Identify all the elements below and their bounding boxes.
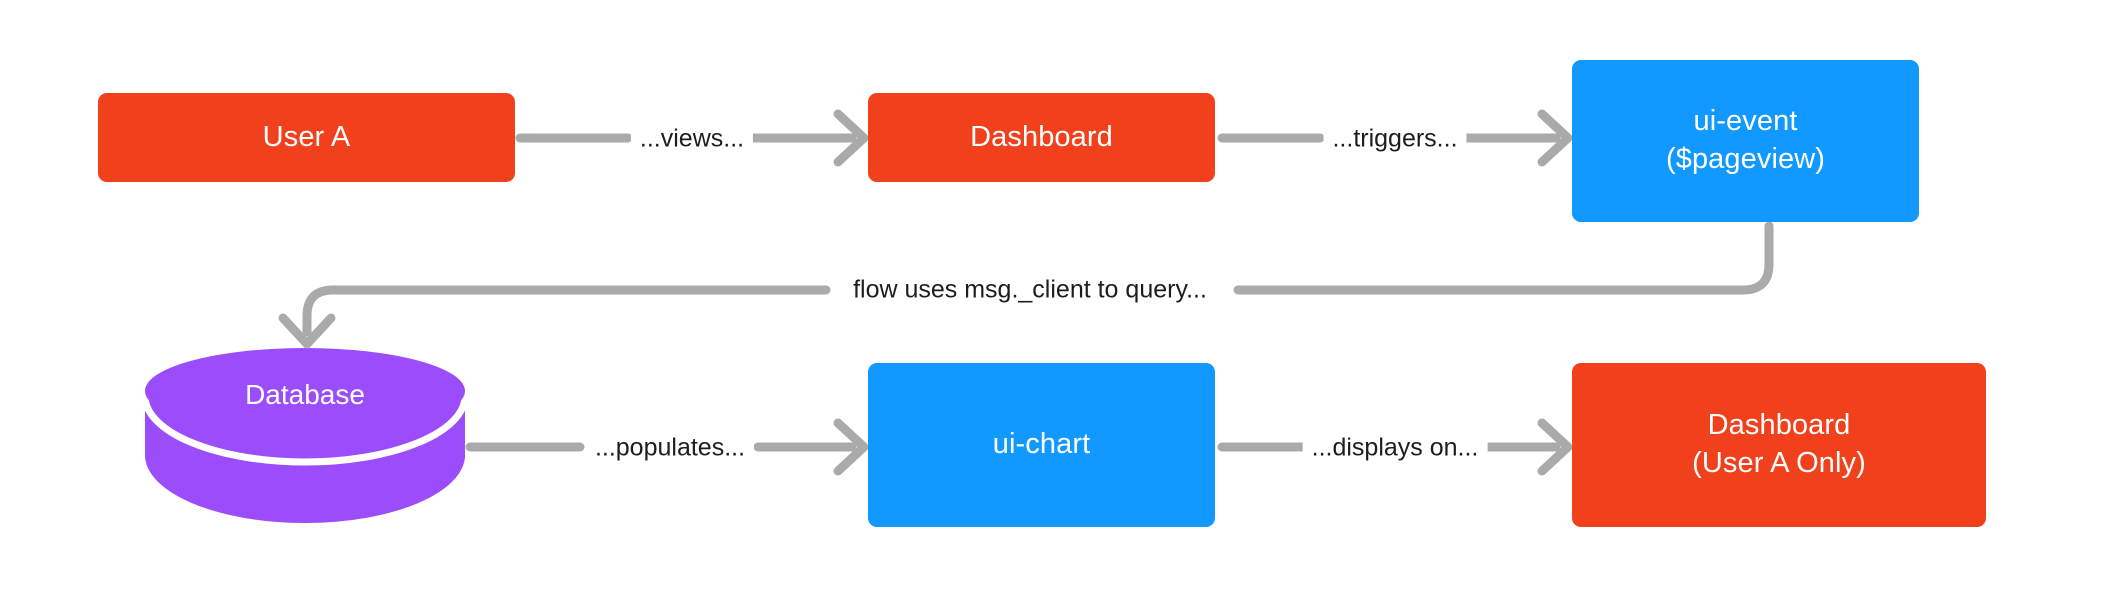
edge-path-query-right (1233, 221, 1774, 295)
node-user-a[interactable]: User A (98, 93, 515, 182)
edge-label-populates: ...populates... (585, 434, 755, 462)
database-top-ellipse (145, 348, 465, 434)
edge-label-displays: ...displays on... (1302, 434, 1488, 462)
node-dashboard-label: Dashboard (970, 120, 1113, 153)
edge-label-query: flow uses msg._client to query... (844, 276, 1216, 304)
node-ui-event[interactable]: ui-event ($pageview) (1572, 60, 1919, 222)
edge-dashboard-to-ui-event[interactable] (1217, 109, 1573, 167)
node-dashboard-2-label: Dashboard (1707, 409, 1851, 442)
node-ui-event-label: ui-event (1693, 105, 1798, 138)
arrowhead-icon-triggers (1537, 109, 1573, 167)
arrowhead-icon-displays (1537, 418, 1573, 476)
node-dashboard-user-a-only[interactable]: Dashboard (User A Only) (1572, 363, 1986, 527)
database-cylinder-shape[interactable] (141, 348, 469, 523)
arrowhead-icon-populates (833, 418, 869, 476)
node-ui-event-sublabel: ($pageview) (1665, 143, 1826, 175)
node-user-a-label: User A (262, 120, 351, 153)
edge-ui-event-to-database[interactable] (278, 221, 1774, 349)
edge-path-query-left (302, 285, 831, 337)
node-dashboard-2-sublabel: (User A Only) (1692, 447, 1866, 479)
node-ui-chart-label: ui-chart (992, 428, 1091, 461)
edge-label-triggers: ...triggers... (1323, 125, 1467, 153)
edge-database-to-ui-chart[interactable] (465, 418, 869, 476)
edge-user-a-to-dashboard[interactable] (515, 109, 869, 167)
node-dashboard[interactable]: Dashboard (868, 93, 1215, 182)
database-separator-arc (141, 395, 469, 466)
node-ui-chart[interactable]: ui-chart (868, 363, 1215, 527)
edge-label-views: ...views... (630, 125, 754, 153)
arrowhead-icon-query (278, 313, 336, 349)
arrowhead-icon-views (833, 109, 869, 167)
